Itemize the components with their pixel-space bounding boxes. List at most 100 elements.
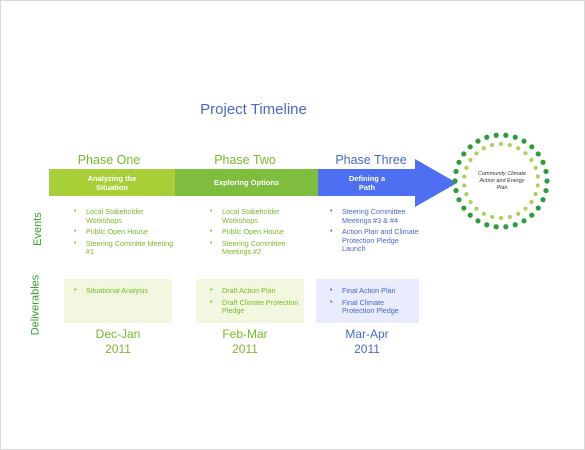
bullet-icon: • [210,298,213,306]
ring-dot [507,142,512,148]
phase-three-date: Mar-Apr 2011 [307,327,427,357]
ring-dot [521,138,527,144]
goal-label-line1: Community Climate [478,171,526,177]
ring-dot [529,199,534,205]
deliverable-text: Situational Analysis [86,286,148,295]
ring-dot [468,199,473,205]
phase-one-deliverables-box [64,279,172,323]
phase-three-events: • Steering Committee Meetings #3 & #4 • Ac… [330,207,424,257]
phase-one-events: •Local Stakeholder Workshops •Public Ope… [74,207,174,260]
event-text: Local Stakeholder Workshops [86,207,144,225]
ring-dot [535,205,541,211]
ring-dot [481,211,486,216]
ring-dot [540,197,546,203]
goal-label-line3: Plan [496,185,508,191]
ring-dot [461,205,467,211]
ring-dot [475,218,481,224]
list-item: • Local Stakeholder Workshops [74,207,174,225]
bullet-icon: • [210,287,213,294]
ring-dot [507,214,512,220]
phase-three-year: 2011 [354,342,380,356]
list-item: • Steering Committee Meetings #3 & #4 [330,207,424,225]
ring-dot [498,215,504,221]
ring-dot [493,132,499,138]
ring-dot [540,159,546,165]
ring-dot [481,146,486,151]
ring-dot [516,211,521,216]
ring-dot [484,134,490,140]
ring-dot [493,224,499,230]
ring-dot [453,187,459,194]
ring-dot [467,212,473,218]
ring-dot [512,134,518,140]
phase-three-deliverables-box [316,279,419,323]
phase-two-label: Phase Two [214,153,276,167]
phase-one-date-range: Dec-Jan [95,327,141,341]
ring-dot [484,222,490,228]
event-text: Steering Committee Meetings #3 & #4 [342,207,406,225]
timeline-arrow-head [415,159,457,207]
ring-dot [535,174,540,179]
ring-dot [468,157,473,163]
phase-three-band: Defining a Path [318,169,416,196]
phase-two-deliverables-box [196,279,304,323]
bullet-icon: • [330,228,333,235]
phase-two-date-range: Feb-Mar [222,327,268,341]
ring-dot [529,212,535,218]
ring-dot [464,192,469,197]
bullet-icon: • [74,287,77,294]
ring-dot [523,151,528,156]
deliverable-text: Draft Action Plan [222,286,276,295]
ring-dot [456,159,462,165]
ring-dot [475,138,481,144]
list-item: • Action Plan and Climate Protection Pled… [330,227,424,254]
phase-three-label: Phase Three [335,153,407,167]
ring-dot [543,168,549,175]
ring-dot [462,183,467,188]
goal-label-line2: Action and Energy [479,178,525,184]
ring-dot [498,141,504,147]
bullet-icon: • [330,208,333,215]
phase-two-deliverables: • Draft Action Plan • Draft Climate Protec… [210,286,302,319]
deliverable-text: Final Climate Protection Pledge [342,297,399,315]
list-item: • Draft Action Plan [210,286,302,296]
phase-one-label: Phase One [77,153,141,167]
ring-dot [452,178,458,184]
ring-dot [533,165,538,170]
bullet-icon: • [74,239,77,247]
phase-one-band: Analyzing the Situation [49,169,175,196]
event-text: Public Open House [222,227,284,236]
events-row-label: Events [31,212,44,246]
bullet-icon: • [74,208,77,215]
event-text: Local Stakeholder Workshops [222,207,280,225]
bullet-icon: • [210,239,213,247]
deliverable-text: Final Action Plan [342,286,396,295]
bullet-icon: • [330,287,333,294]
deliverables-row-label: Deliverables [29,274,42,336]
phase-two-events: •Local Stakeholder Workshops •Public Ope… [210,207,310,260]
bullet-icon: • [210,208,213,215]
ring-dot [467,144,473,150]
ring-dot [533,191,538,197]
ring-dot [490,214,495,220]
list-item: • Situational Analysis [74,286,170,296]
ring-dot [456,197,462,203]
ring-dot [503,132,509,138]
ring-dot [461,151,467,157]
bullet-icon: • [330,298,333,306]
ring-dot [474,151,479,156]
phase-three-deliverables: • Final Action Plan • Final Climate Protec… [330,286,416,319]
phase-one-year: 2011 [105,342,131,356]
diagram-title: Project Timeline [200,101,307,118]
ring-dot [512,222,518,228]
phase-three-date-range: Mar-Apr [345,327,389,341]
event-text: Steering Committe Meeting #1 [86,238,174,256]
event-text: Action Plan and Climate Protection Pledg… [342,227,419,253]
phase-one-band-line2: Situation [95,182,129,192]
deliverable-text: Draft Climate Protection Pledge [222,297,299,315]
ring-dot [521,218,527,224]
bullet-icon: • [74,228,77,235]
list-item: •Public Open House [210,227,310,237]
list-item: • Local Stakeholder Workshops [210,207,310,225]
